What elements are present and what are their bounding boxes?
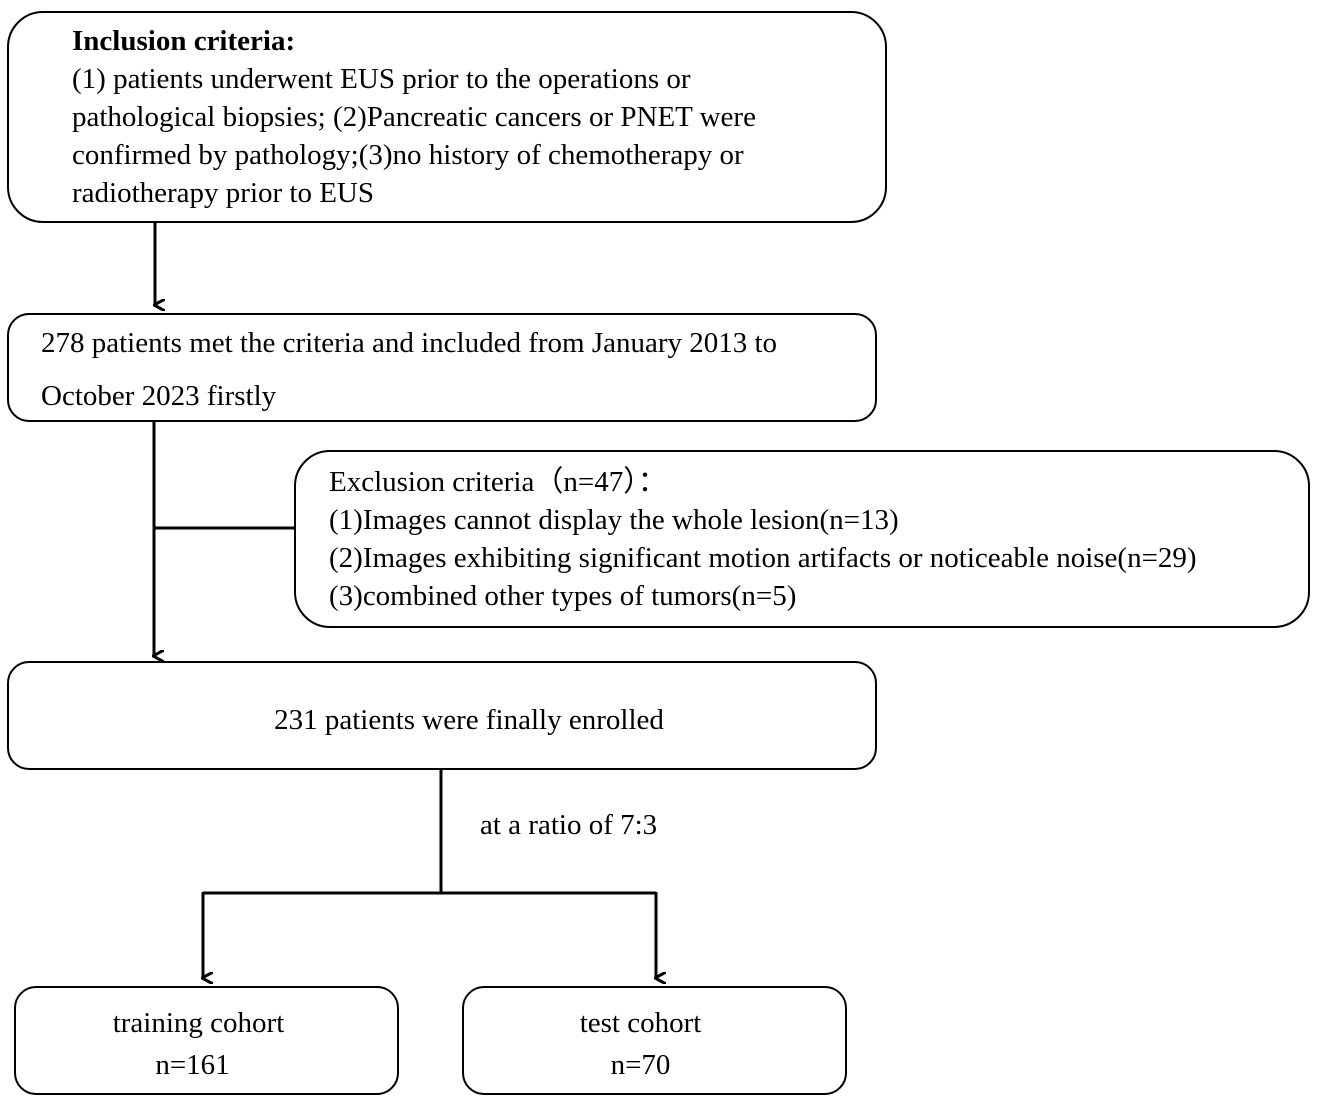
enrolled-text: 231 patients were finally enrolled bbox=[274, 704, 664, 736]
exclusion-criteria-title: Exclusion criteria（n=47）： bbox=[329, 466, 667, 498]
exclusion-criteria-box bbox=[294, 450, 1310, 628]
exclusion-criteria-line: (2)Images exhibiting significant motion … bbox=[329, 542, 1197, 574]
test-cohort-box bbox=[462, 986, 847, 1095]
met-criteria-line: 278 patients met the criteria and includ… bbox=[41, 327, 778, 359]
test-cohort-count: n=70 bbox=[610, 1049, 671, 1081]
inclusion-criteria-line: confirmed by pathology;(3)no history of … bbox=[72, 139, 744, 171]
enrolled-box bbox=[7, 661, 877, 770]
test-cohort-label: test cohort bbox=[579, 1007, 702, 1039]
met-criteria-line: October 2023 firstly bbox=[41, 380, 277, 412]
inclusion-criteria-box bbox=[7, 11, 887, 223]
inclusion-criteria-line: pathological biopsies; (2)Pancreatic can… bbox=[72, 101, 756, 133]
inclusion-criteria-line: (1) patients underwent EUS prior to the … bbox=[72, 63, 691, 95]
met-criteria-box bbox=[7, 313, 877, 422]
training-cohort-count: n=161 bbox=[155, 1049, 230, 1081]
split-ratio-label: at a ratio of 7:3 bbox=[480, 809, 658, 841]
exclusion-criteria-line: (1)Images cannot display the whole lesio… bbox=[329, 504, 899, 536]
training-cohort-label: training cohort bbox=[112, 1007, 285, 1039]
exclusion-criteria-line: (3)combined other types of tumors(n=5) bbox=[329, 580, 797, 612]
inclusion-criteria-line: radiotherapy prior to EUS bbox=[72, 177, 375, 209]
inclusion-criteria-title: Inclusion criteria: bbox=[72, 25, 296, 57]
training-cohort-box bbox=[14, 986, 399, 1095]
